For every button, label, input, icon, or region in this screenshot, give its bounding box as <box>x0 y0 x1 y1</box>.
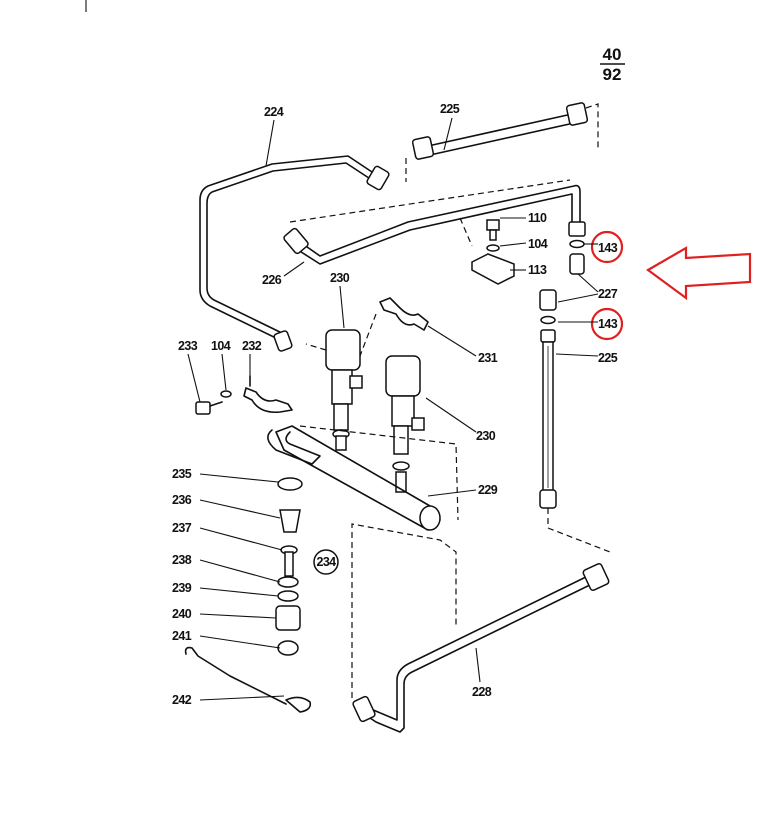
label-104-right: 104 <box>528 237 548 251</box>
part-labels: 224 225 226 110 104 113 143 227 143 225 … <box>172 102 618 707</box>
label-238: 238 <box>172 553 192 567</box>
label-110: 110 <box>528 211 547 225</box>
label-225-right: 225 <box>598 351 618 365</box>
fittings-right <box>539 239 611 553</box>
pipe-228 <box>351 523 610 733</box>
pipe-225-top <box>405 102 599 182</box>
label-224: 224 <box>264 105 284 119</box>
highlight-circle-143-lower <box>590 307 624 341</box>
label-233: 233 <box>178 339 198 353</box>
label-143-lower: 143 <box>598 317 618 331</box>
clamp-231 <box>359 297 429 357</box>
page-numerator: 40 <box>603 45 622 64</box>
page-number: 40 92 <box>600 45 625 84</box>
label-232: 232 <box>242 339 262 353</box>
label-242: 242 <box>172 693 192 707</box>
label-228: 228 <box>472 685 492 699</box>
label-236: 236 <box>172 493 192 507</box>
injector-230-right <box>385 355 425 493</box>
label-231: 231 <box>478 351 498 365</box>
label-241: 241 <box>172 629 192 643</box>
label-143-upper: 143 <box>598 241 618 255</box>
clamp-232 <box>195 375 293 415</box>
label-226: 226 <box>262 273 282 287</box>
label-227: 227 <box>598 287 618 301</box>
label-240: 240 <box>172 607 192 621</box>
leader-lines <box>187 117 599 701</box>
label-234: 234 <box>316 555 336 569</box>
highlight-circle-143-upper <box>590 230 624 264</box>
label-230-right: 230 <box>476 429 496 443</box>
label-230-top: 230 <box>330 271 350 285</box>
valve-stack <box>184 477 312 713</box>
part-234-circle <box>313 549 339 575</box>
pipe-226 <box>283 179 586 265</box>
fuel-rail-229 <box>267 425 459 531</box>
injector-230-left <box>305 329 363 451</box>
label-235: 235 <box>172 467 192 481</box>
label-237: 237 <box>172 521 192 535</box>
highlight-arrow <box>645 246 752 301</box>
pipe-224 <box>199 155 390 352</box>
label-239: 239 <box>172 581 192 595</box>
label-113: 113 <box>528 263 547 277</box>
bracket-113 <box>459 217 515 285</box>
label-229: 229 <box>478 483 498 497</box>
page-denominator: 92 <box>603 65 622 84</box>
label-104-left: 104 <box>211 339 231 353</box>
label-225-top: 225 <box>440 102 460 116</box>
